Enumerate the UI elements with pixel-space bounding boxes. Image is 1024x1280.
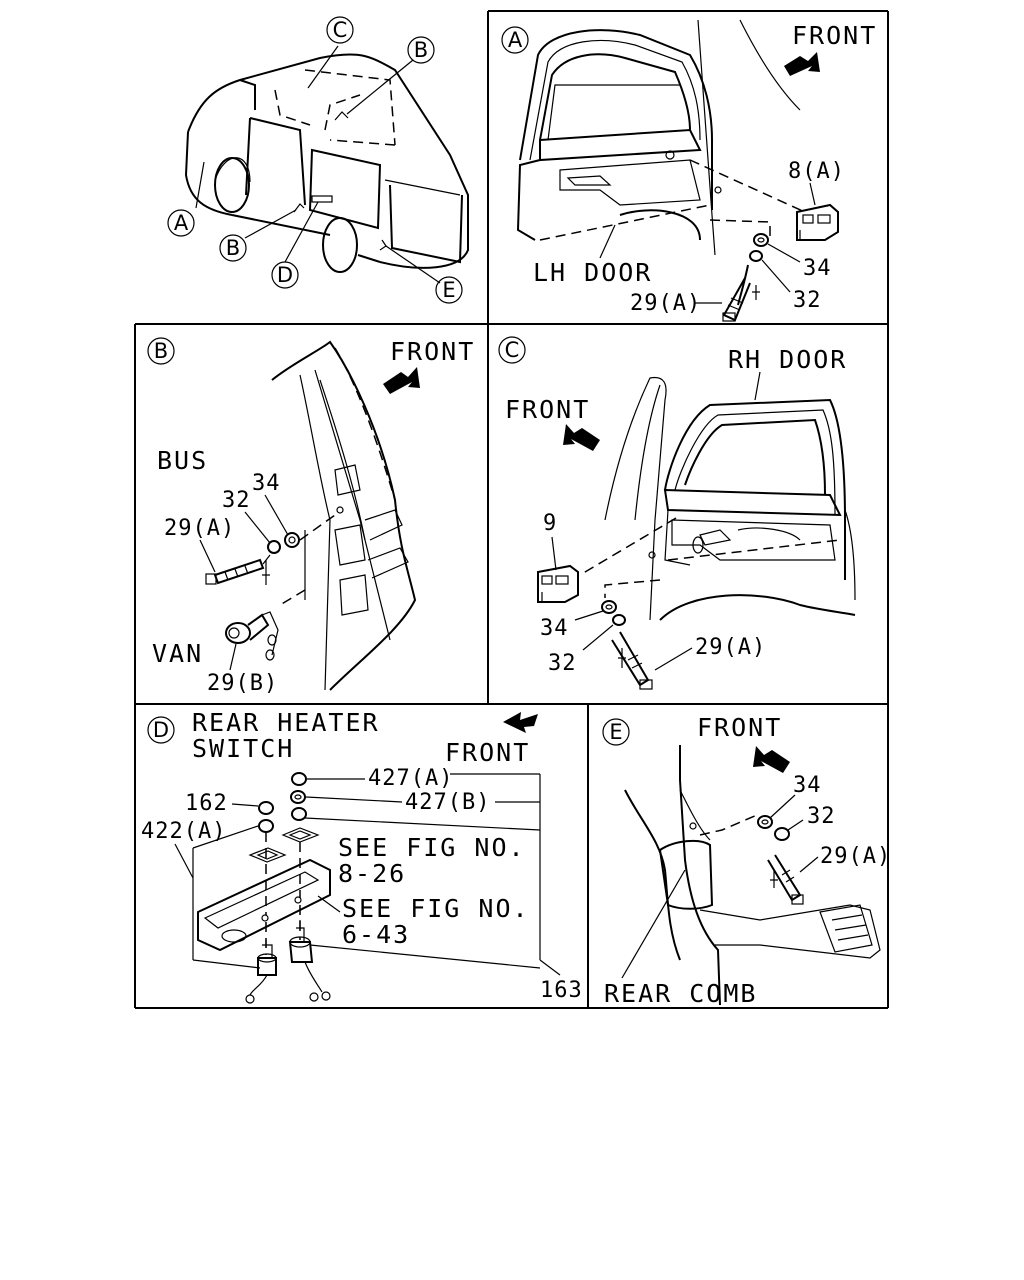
panel-a-caption: LH DOOR [533,258,652,287]
van-label: VAN [152,639,203,668]
panel-e-front-label: FRONT [697,713,782,742]
panel-a-lh-door: A FRONT 8(A) 34 32 [501,19,877,322]
panel-c-caption: RH DOOR [728,345,847,374]
part-29a-label-c: 29(A) [695,635,766,660]
panel-d-rear-heater-switch: D REAR HEATER SWITCH FRONT 427(A) 427(B)… [141,708,583,1004]
panel-b-front-label: FRONT [390,337,475,366]
panel-d-title-line1: REAR HEATER [192,708,380,737]
ref-fig-643-line2: 6-43 [342,920,410,949]
panel-d-title-line2: SWITCH [192,734,294,763]
part-34-label-e: 34 [793,773,822,798]
callout-c-overview: C [333,18,348,42]
panel-a-letter: A [508,28,523,52]
part-8a-label: 8(A) [788,159,845,184]
part-162-label: 162 [185,791,228,816]
part-422a-label: 422(A) [141,819,226,844]
part-29b-label-b: 29(B) [207,671,278,696]
ref-fig-826-line1: SEE FIG NO. [338,833,526,862]
panel-a-front-label: FRONT [792,21,877,50]
part-427b-label: 427(B) [405,790,490,815]
callout-e-overview: E [442,278,455,302]
part-427a-label: 427(A) [368,766,453,791]
part-163-label: 163 [540,978,583,1003]
part-34-label-b: 34 [252,471,281,496]
panel-e-caption: REAR COMB [604,979,757,1008]
part-34-label-a: 34 [803,256,832,281]
part-32-label-a: 32 [793,288,822,313]
part-29a-label-a: 29(A) [630,291,701,316]
front-arrow-icon-d [503,712,538,733]
part-34-label-c: 34 [540,616,569,641]
panel-e-letter: E [609,720,622,744]
vehicle-overview: C B A B D E [167,16,469,304]
panel-c-rh-door: C RH DOOR FRONT 9 34 32 [498,336,856,690]
panel-e-rear-comb: E FRONT 34 32 29(A) REAR COMB [602,713,891,1008]
part-32-label-c: 32 [548,651,577,676]
front-arrow-icon [784,52,820,76]
front-arrow-icon-e [753,746,790,773]
ref-fig-643-line1: SEE FIG NO. [342,894,530,923]
bus-label: BUS [157,446,208,475]
callout-b-overview-lower: B [226,236,240,260]
panel-c-letter: C [505,338,520,362]
ref-fig-826-line2: 8-26 [338,859,406,888]
part-29a-label-e: 29(A) [820,844,891,869]
front-arrow-icon-c [563,424,600,451]
part-32-label-e: 32 [807,804,836,829]
part-32-label-b: 32 [222,488,251,513]
callout-d-overview: D [277,263,293,287]
panel-b-letter: B [154,339,168,363]
callout-b-overview-upper: B [414,38,428,62]
part-29a-label-b: 29(A) [164,516,235,541]
panel-b: B FRONT BUS VAN 32 34 29(A) 29(B) [147,337,475,696]
front-arrow-icon-b [383,367,420,394]
panel-frames [134,10,889,1009]
panel-d-letter: D [153,718,169,742]
panel-c-front-label: FRONT [505,395,590,424]
panel-d-front-label: FRONT [445,738,530,767]
part-9-label: 9 [543,511,557,536]
callout-a-overview: A [174,211,189,235]
